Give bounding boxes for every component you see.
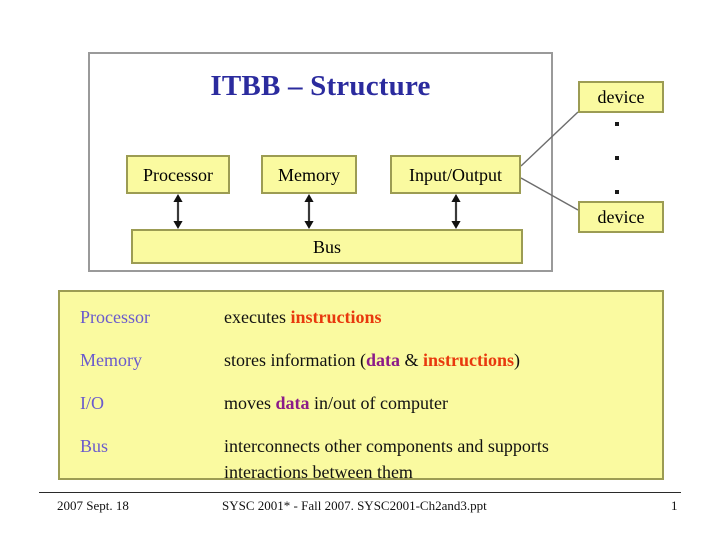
- definition-line-1: interconnects other components and suppo…: [224, 436, 549, 456]
- diagram-box-device-top-label: device: [597, 87, 645, 107]
- keyword-instructions: instructions: [423, 350, 515, 370]
- diagram-box-bus[interactable]: Bus: [131, 229, 523, 264]
- diagram-box-memory[interactable]: Memory: [261, 155, 357, 194]
- ellipsis-dot: [615, 190, 619, 194]
- description-term-memory: Memory: [80, 350, 142, 370]
- definition-line-2: interactions between them: [224, 462, 413, 482]
- keyword-instructions: instructions: [290, 307, 382, 327]
- diagram-box-device-bottom-label: device: [597, 207, 645, 227]
- diagram-box-processor[interactable]: Processor: [126, 155, 230, 194]
- footer: 2007 Sept. 18 SYSC 2001* - Fall 2007. SY…: [39, 496, 681, 516]
- page-title: ITBB – Structure: [210, 70, 431, 102]
- description-definition-memory: stores information (data & instructions): [224, 347, 520, 373]
- footer-date: 2007 Sept. 18: [57, 498, 129, 513]
- description-definition-bus: interconnects other components and suppo…: [224, 433, 549, 485]
- device-ellipsis-icon: [613, 122, 621, 194]
- diagram-box-bus-label: Bus: [312, 236, 341, 257]
- definition-text-pre: moves: [224, 393, 276, 413]
- description-row-bus: Bus interconnects other components and s…: [60, 433, 662, 489]
- footer-source: SYSC 2001* - Fall 2007. SYSC2001-Ch2and3…: [222, 498, 487, 513]
- description-row-io: I/O moves data in/out of computer: [60, 390, 662, 433]
- double-arrow-icon-io-bus: [451, 194, 461, 229]
- description-term-io: I/O: [80, 393, 104, 413]
- description-definition-io: moves data in/out of computer: [224, 390, 448, 416]
- description-definition-processor: executes instructions: [224, 304, 381, 330]
- keyword-data: data: [275, 393, 310, 413]
- description-row-memory: Memory stores information (data & instru…: [60, 347, 662, 390]
- double-arrow-icon-processor-bus: [173, 194, 183, 229]
- definition-text-pre: stores information (: [224, 350, 366, 370]
- description-panel: Processor executes instructions Memory s…: [58, 290, 664, 482]
- description-row-processor: Processor executes instructions: [60, 304, 662, 347]
- definition-text-post: in/out of computer: [309, 393, 448, 413]
- footer-page-number: 1: [671, 498, 678, 513]
- diagram-box-device-bottom[interactable]: device: [578, 201, 664, 233]
- diagram-box-device-top[interactable]: device: [578, 81, 664, 113]
- definition-text-pre: executes: [224, 307, 291, 327]
- ellipsis-dot: [615, 156, 619, 160]
- definition-text-post: ): [514, 350, 521, 370]
- ellipsis-dot: [615, 122, 619, 126]
- description-term-processor: Processor: [80, 307, 150, 327]
- diagram-box-memory-label: Memory: [278, 164, 340, 185]
- diagram-box-input-output-label: Input/Output: [409, 164, 502, 185]
- definition-text-mid: &: [400, 350, 424, 370]
- double-arrow-icon-memory-bus: [304, 194, 314, 229]
- keyword-data: data: [365, 350, 400, 370]
- diagram-box-input-output[interactable]: Input/Output: [390, 155, 521, 194]
- diagram-box-processor-label: Processor: [143, 164, 213, 185]
- footer-divider: [39, 492, 681, 493]
- description-term-bus: Bus: [80, 436, 109, 456]
